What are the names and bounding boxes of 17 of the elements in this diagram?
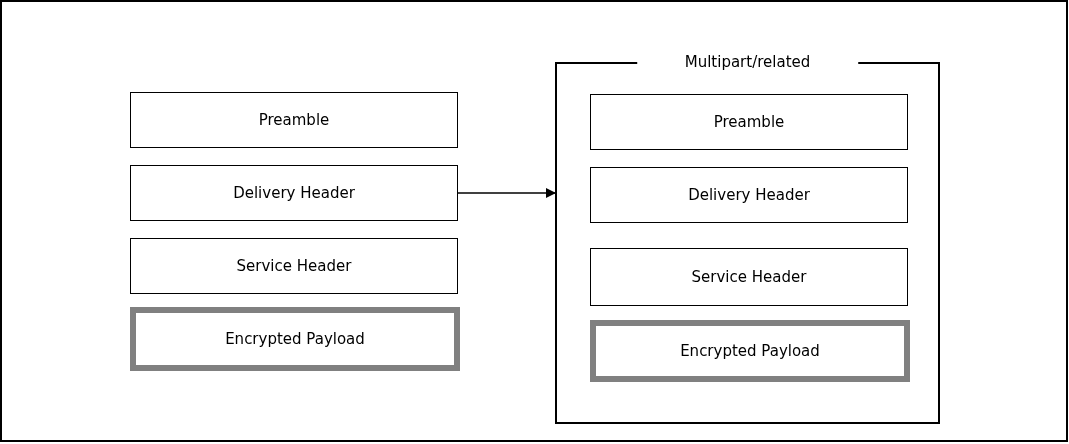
process-box [130, 238, 458, 294]
box-label: Encrypted Payload [680, 340, 820, 362]
process-box [590, 94, 908, 150]
box-label: Preamble [258, 109, 330, 131]
box-label: Service Header [691, 266, 807, 288]
process-box [590, 248, 908, 306]
box-label: Delivery Header [233, 182, 355, 204]
box-label: Service Header [236, 255, 352, 277]
process-box [590, 167, 908, 223]
box-label: Delivery Header [688, 184, 810, 206]
arrow [457, 188, 556, 198]
process-box [130, 307, 460, 371]
box-label: Preamble [713, 111, 785, 133]
process-box [130, 165, 458, 221]
process-box [130, 92, 458, 148]
box-label: Encrypted Payload [225, 328, 365, 350]
process-box [590, 320, 910, 382]
